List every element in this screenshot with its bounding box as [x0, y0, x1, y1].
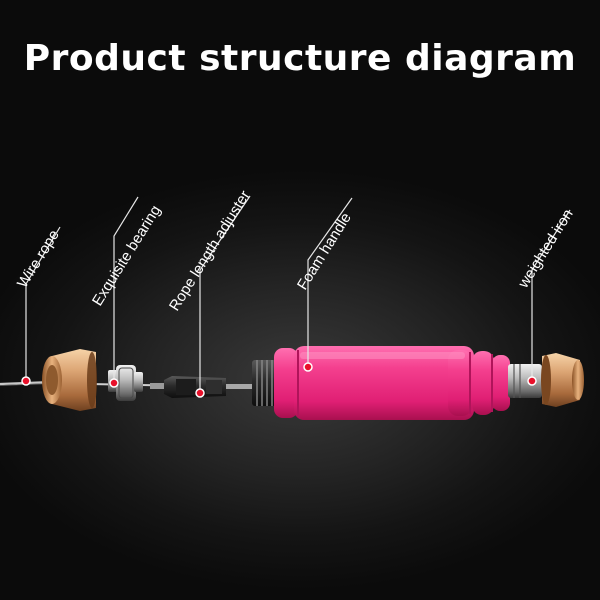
- adjuster-marker: [195, 388, 205, 398]
- bearing-leader: [113, 196, 139, 380]
- right-shaft: [508, 364, 542, 398]
- foam-handle-leader: [307, 197, 353, 366]
- markers: [21, 362, 537, 398]
- bearing-marker: [109, 378, 119, 388]
- foam-handle-marker: [303, 362, 313, 372]
- weighted-iron-marker: [527, 376, 537, 386]
- rope-length-adjuster: [150, 376, 252, 398]
- weighted-iron-leader: [531, 209, 571, 380]
- wire-rope-leader: [25, 226, 61, 380]
- handle-thread: [252, 360, 276, 406]
- left-copper-cap: [42, 349, 97, 411]
- wire-rope-marker: [21, 376, 31, 386]
- leader-lines: [25, 195, 571, 392]
- right-copper-cap: [541, 353, 584, 407]
- adjuster-leader: [199, 195, 251, 392]
- diagram-title: Product structure diagram: [23, 38, 577, 79]
- foam-handle: [274, 346, 510, 420]
